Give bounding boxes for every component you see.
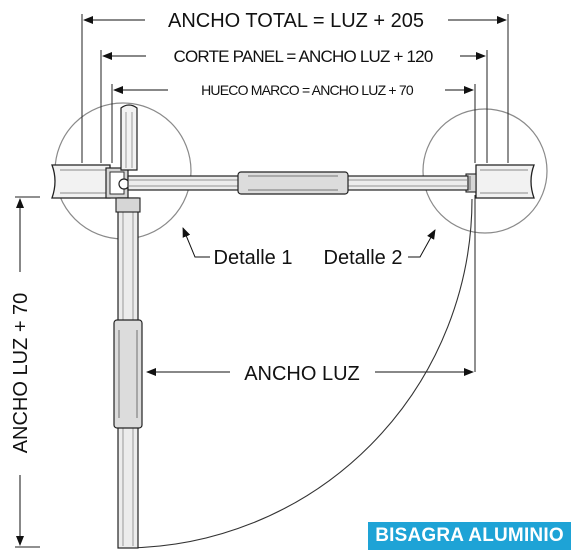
extension-lines — [15, 14, 509, 548]
label-detalle-1: Detalle 1 — [214, 247, 293, 269]
label-corte-panel: CORTE PANEL = ANCHO LUZ + 120 — [174, 47, 433, 66]
label-alto: ANCHO LUZ + 70 — [10, 293, 32, 454]
open-door-leaf — [113, 197, 143, 549]
right-wall — [475, 164, 535, 199]
hinge-frame-left — [105, 167, 130, 199]
label-detalle-2: Detalle 2 — [324, 247, 403, 269]
dimension-arrows — [16, 16, 507, 546]
closed-door-panel — [127, 171, 469, 195]
label-ancho-total: ANCHO TOTAL = LUZ + 205 — [168, 10, 424, 32]
door-swing-arc — [124, 198, 473, 549]
left-wall — [51, 164, 111, 199]
detail-circle-2 — [422, 108, 548, 234]
wall-column-top — [120, 104, 138, 171]
label-ancho-luz: ANCHO LUZ — [244, 363, 360, 385]
badge-bisagra-aluminio: BISAGRA ALUMINIO — [368, 522, 571, 550]
label-hueco-marco: HUECO MARCO = ANCHO LUZ + 70 — [201, 82, 414, 98]
